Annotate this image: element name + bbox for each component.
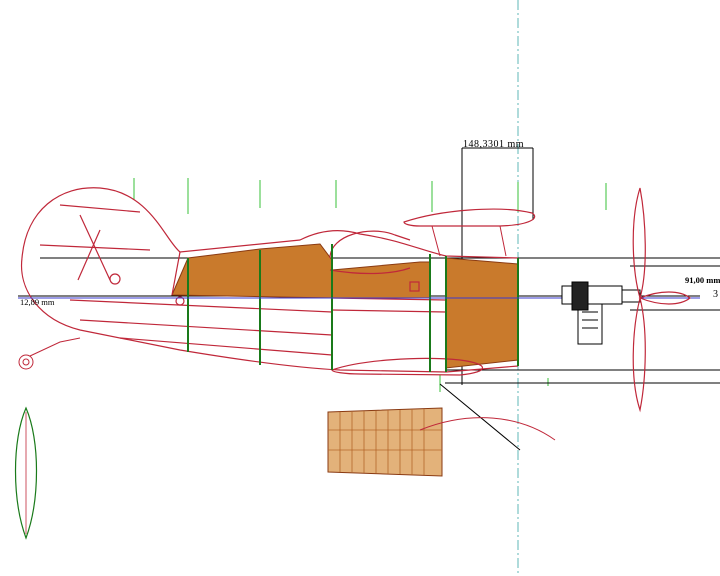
tail-wheel-icon [18, 337, 81, 370]
formers [187, 244, 519, 372]
upper-wing-airfoil [403, 208, 536, 227]
dimension-top: 148,3301 mm [463, 139, 525, 150]
station-guides [133, 178, 607, 392]
wood-planking [171, 243, 519, 369]
wing-sheeting-panel [327, 407, 443, 477]
side-airfoil-profile [14, 406, 38, 540]
lower-wing-airfoil [331, 357, 483, 376]
dimension-edge: 3 [713, 289, 718, 300]
engine-icon [561, 281, 641, 345]
wheel-pant-arc [419, 417, 556, 441]
cabane-strut [431, 225, 507, 257]
propeller-icon [632, 187, 691, 413]
dimension-right: 91,00 mm [685, 275, 720, 285]
dimension-left: 12,89 mm [20, 297, 55, 307]
